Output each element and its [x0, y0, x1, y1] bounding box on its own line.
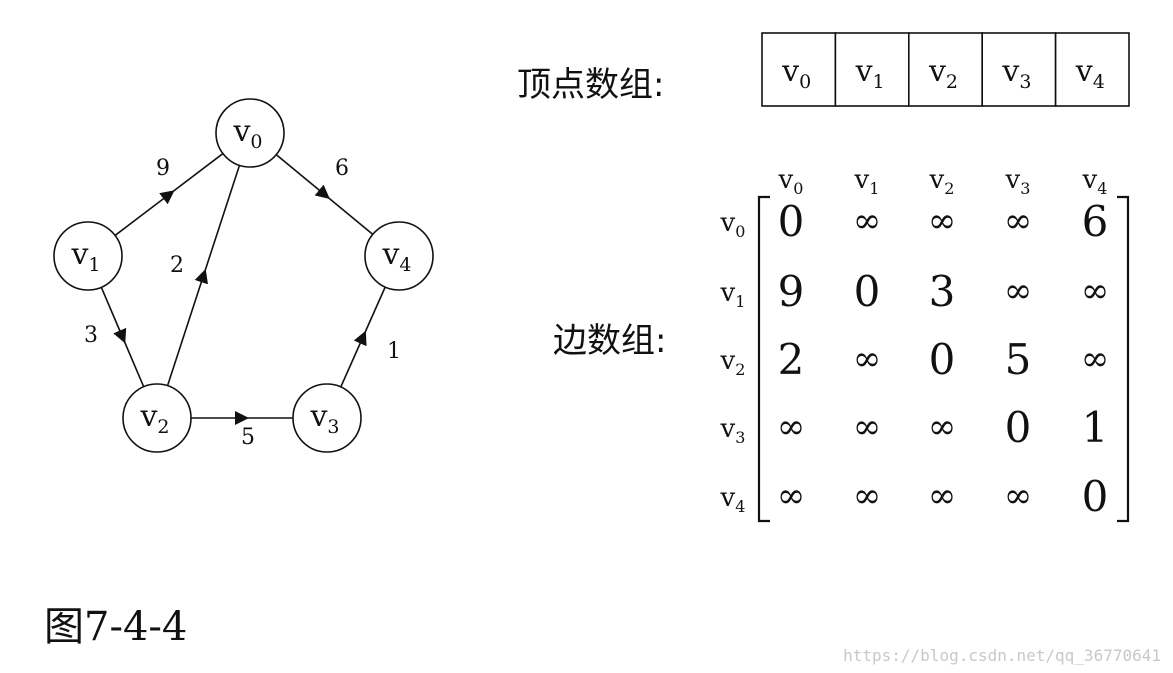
vertex-cell-label: v1 — [855, 54, 885, 93]
edge-weight-v1-v0: 9 — [156, 156, 170, 181]
vertex-array-label: 顶点数组: — [517, 65, 664, 105]
matrix-col-header-3: v3 — [1005, 165, 1031, 198]
node-circle — [53, 221, 123, 291]
vertex-cell-label: v0 — [781, 54, 811, 93]
matrix-cell-3-1: ∞ — [853, 407, 881, 447]
vertex-cell-label: v2 — [928, 54, 958, 93]
matrix-col-header-1: v1 — [854, 165, 880, 198]
watermark: https://blog.csdn.net/qq_36770641 — [843, 646, 1161, 665]
node-label: v2 — [139, 399, 169, 438]
matrix-right-bracket — [1117, 195, 1130, 523]
matrix-cell-0-2: ∞ — [928, 201, 956, 241]
matrix-col-header-0: v0 — [778, 165, 804, 198]
vertex-cell-1: v1 — [834, 32, 910, 107]
edges-layer: 9 6 2 3 5 1 — [84, 152, 401, 450]
matrix-cell-4-0: ∞ — [777, 476, 805, 516]
matrix-cell-4-2: ∞ — [928, 476, 956, 516]
matrix-cell-2-2: 0 — [929, 335, 956, 384]
node-v3: v3 — [292, 383, 362, 453]
node-v4: v4 — [364, 221, 434, 291]
matrix-cell-4-1: ∞ — [853, 476, 881, 516]
matrix-cell-0-3: ∞ — [1004, 201, 1032, 241]
vertex-cell-label: v3 — [1001, 54, 1031, 93]
matrix-row-header-4: v4 — [720, 483, 746, 516]
nodes-layer: v0 v1 v2 v3 v4 — [53, 98, 434, 453]
vertex-cell-0: v0 — [761, 32, 837, 107]
matrix-cell-3-4: 1 — [1082, 403, 1109, 452]
edge-weight-v3-v4: 1 — [387, 339, 401, 364]
node-label: v1 — [70, 237, 100, 276]
node-label: v4 — [381, 237, 411, 276]
matrix-cell-1-0: 9 — [778, 267, 805, 316]
matrix-cell-2-4: ∞ — [1081, 339, 1109, 379]
matrix-cell-1-4: ∞ — [1081, 271, 1109, 311]
matrix-row-header-0: v0 — [720, 208, 746, 241]
matrix-cell-1-2: 3 — [929, 267, 956, 316]
matrix-left-bracket — [757, 195, 770, 523]
matrix-cell-3-3: 0 — [1005, 403, 1032, 452]
matrix-row-header-3: v3 — [720, 414, 746, 447]
matrix-cell-0-0: 0 — [778, 197, 805, 246]
node-circle — [215, 98, 285, 168]
matrix-row-header-2: v2 — [720, 346, 746, 379]
matrix-row-header-1: v1 — [720, 278, 746, 311]
node-circle — [364, 221, 434, 291]
vertex-cell-2: v2 — [907, 32, 983, 107]
matrix-cell-2-0: 2 — [778, 335, 805, 384]
matrix-cell-3-2: ∞ — [928, 407, 956, 447]
node-v0: v0 — [215, 98, 285, 168]
matrix-cell-1-1: 0 — [854, 267, 881, 316]
node-label: v0 — [232, 114, 262, 153]
matrix-cell-0-1: ∞ — [853, 201, 881, 241]
node-circle — [122, 383, 192, 453]
vertex-cell-3: v3 — [981, 32, 1057, 107]
edge-v0-v4: 6 — [275, 154, 374, 235]
edge-v2-v3: 5 — [191, 411, 293, 450]
node-circle — [292, 383, 362, 453]
node-v1: v1 — [53, 221, 123, 291]
vertex-array: 顶点数组: v0 v1 v2 v3 v4 — [517, 32, 1130, 107]
edge-array-label: 边数组: — [553, 321, 666, 361]
matrix-cell-4-3: ∞ — [1004, 476, 1032, 516]
vertex-cell-label: v4 — [1075, 54, 1105, 93]
matrix-cell-2-3: 5 — [1005, 335, 1032, 384]
edge-weight-v2-v3: 5 — [241, 425, 255, 450]
node-label: v3 — [309, 399, 339, 438]
edge-weight-v2-v0: 2 — [170, 253, 184, 278]
edge-v1-v0: 9 — [114, 152, 224, 237]
matrix-cell-1-3: ∞ — [1004, 271, 1032, 311]
matrix-col-header-2: v2 — [929, 165, 955, 198]
edge-v2-v0: 2 — [166, 165, 241, 386]
edge-weight-v1-v2: 3 — [84, 323, 98, 348]
vertex-cell-4: v4 — [1054, 32, 1130, 107]
matrix-cell-0-4: 6 — [1082, 197, 1109, 246]
matrix-cell-3-0: ∞ — [777, 407, 805, 447]
edge-v1-v2: 3 — [84, 286, 145, 388]
matrix-col-header-4: v4 — [1082, 165, 1108, 198]
edge-v3-v4: 1 — [340, 286, 401, 388]
node-v2: v2 — [122, 383, 192, 453]
matrix-cell-4-4: 0 — [1082, 472, 1109, 521]
matrix-cell-2-1: ∞ — [853, 339, 881, 379]
edge-weight-v0-v4: 6 — [335, 156, 349, 181]
figure-label: 图7-4-4 — [44, 604, 188, 650]
